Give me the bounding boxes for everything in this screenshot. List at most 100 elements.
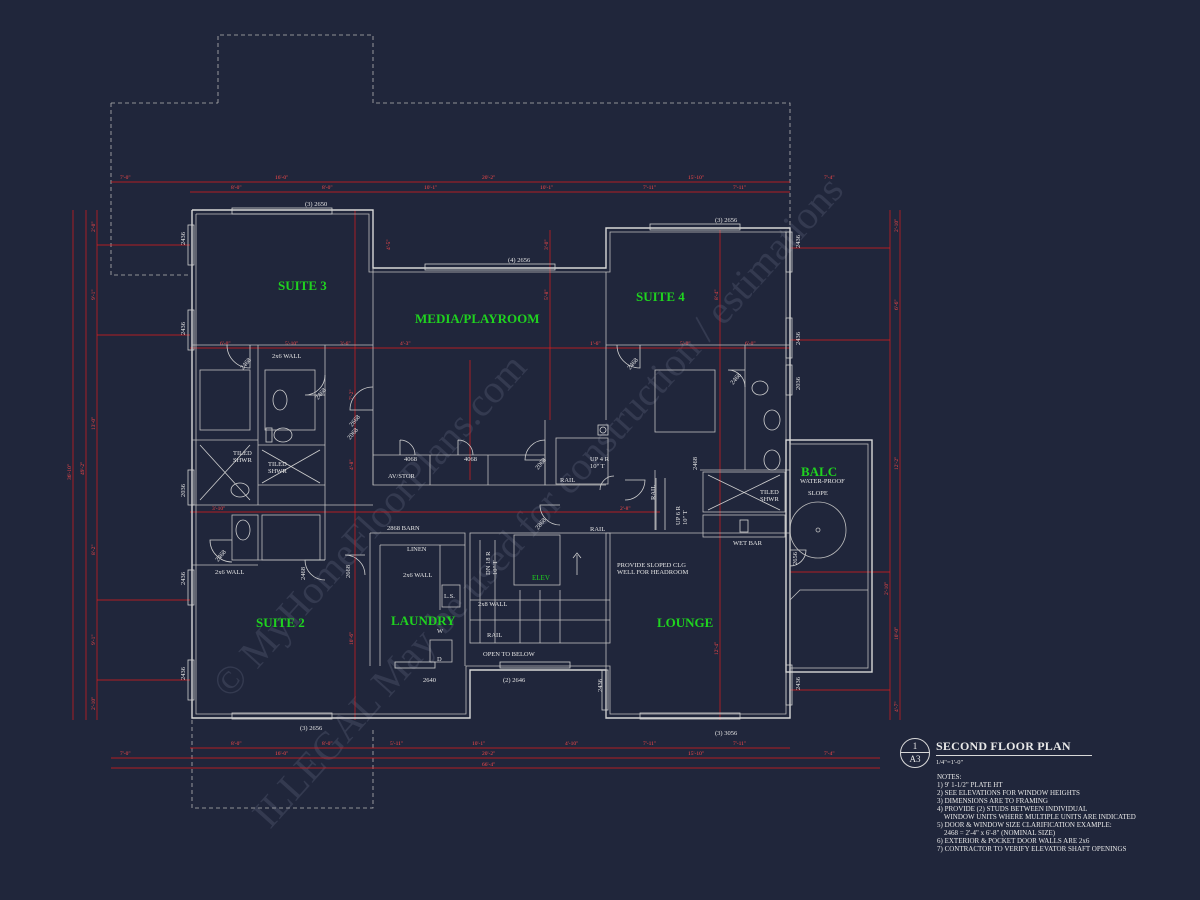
room-labels: SUITE 3 MEDIA/PLAYROOM SUITE 4 BALC SUIT… xyxy=(256,278,837,630)
label-open-to-below: OPEN TO BELOW xyxy=(483,651,536,658)
dim-left-2: 9'-1" xyxy=(91,289,97,300)
dim-right-5: 4'-7" xyxy=(894,701,900,712)
dim-inner-4: 1'-6" xyxy=(590,341,601,347)
door-tags: 2436 2436 2436 2436 2036 2468 2468 2468 … xyxy=(180,231,802,692)
dim-bot2-3: 20'-2" xyxy=(482,751,495,757)
dim-top-2: 16'-0" xyxy=(275,175,288,181)
dim-inner-17: 4'-5" xyxy=(386,239,392,250)
room-suite-2: SUITE 2 xyxy=(256,615,305,630)
dim-left-1: 2'-0" xyxy=(91,221,97,232)
label-2x6-wall-top: 2x6 WALL xyxy=(272,353,301,360)
label-stair-down-18r: DN 18 R10" T xyxy=(485,551,499,575)
door-tag: 2436 xyxy=(180,321,187,335)
drawing-number-bubble: 1 A3 xyxy=(900,738,930,768)
label-window-laundry: 2640 xyxy=(423,677,436,684)
dim-bot-7: 7'-11" xyxy=(733,741,746,747)
label-stair-up-6r: UP 6 R10" T xyxy=(675,505,689,525)
dim-right-3: 12'-2" xyxy=(894,457,900,470)
dim-inner-10: 7'-2" xyxy=(349,389,355,400)
note-item: 5) DOOR & WINDOW SIZE CLARIFICATION EXAM… xyxy=(937,821,1112,829)
note-item: 7) CONTRACTOR TO VERIFY ELEVATOR SHAFT O… xyxy=(937,845,1127,853)
dim-top2-3: 10'-1" xyxy=(424,185,437,191)
dim-bottom-total: 66'-4" xyxy=(482,762,495,768)
note-item: 2) SEE ELEVATIONS FOR WINDOW HEIGHTS xyxy=(937,789,1080,797)
label-2x8-wall: 2x8 WALL xyxy=(478,601,507,608)
dimension-lines xyxy=(72,181,901,769)
label-window-stair: (2) 2646 xyxy=(503,677,526,684)
dim-left-4: 8'-2" xyxy=(91,544,97,555)
door-tag: 2468 xyxy=(239,357,253,371)
door-tag: 2436 xyxy=(180,666,187,680)
door-tag: 2468 xyxy=(314,387,328,401)
dim-bot-5: 4'-10" xyxy=(565,741,578,747)
dim-top-4: 15'-10" xyxy=(688,175,704,181)
note-item: 6) EXTERIOR & POCKET DOOR WALLS ARE 2x6 xyxy=(937,837,1090,845)
label-rail-4: RAIL xyxy=(650,485,657,500)
dim-left-total-2: 49'-2" xyxy=(80,462,86,475)
room-lounge: LOUNGE xyxy=(657,615,713,630)
dim-left-3: 13'-0" xyxy=(91,417,97,430)
door-tag: 2036 xyxy=(795,376,802,390)
label-linen: LINEN xyxy=(407,546,427,553)
dim-left-5: 9'-1" xyxy=(91,634,97,645)
label-2x6-wall-left: 2x6 WALL xyxy=(215,569,244,576)
door-tag: 2468 xyxy=(729,372,743,386)
note-item: 4) PROVIDE (2) STUDS BETWEEN INDIVIDUAL xyxy=(937,805,1088,813)
dim-inner-2: 5'-10" xyxy=(285,341,298,347)
label-waterproof: WATER-PROOF xyxy=(800,478,845,485)
label-wet-bar: WET BAR xyxy=(733,540,763,547)
dim-inner-7: 6'-0" xyxy=(745,341,756,347)
dim-inner-1: 6'-0" xyxy=(220,341,231,347)
doors xyxy=(209,344,807,581)
label-rail-1: RAIL xyxy=(560,477,575,484)
dashed-outline xyxy=(110,34,791,809)
label-2x6-wall-laundry: 2x6 WALL xyxy=(403,572,432,579)
door-tag: 2468 xyxy=(300,567,307,580)
dim-inner-14: 8'-4" xyxy=(714,289,720,300)
label-laundry-sink: L.S. xyxy=(444,593,455,600)
door-tag: 2436 xyxy=(795,234,802,248)
dim-inner-15: 5'-8" xyxy=(544,289,550,300)
drawing-number: 1 xyxy=(912,741,918,751)
title-underline xyxy=(936,755,1092,756)
dim-inner-12: 10'-6" xyxy=(349,632,355,645)
dim-inner-18: 2'-10" xyxy=(884,582,890,595)
door-tag: 2436 xyxy=(795,331,802,345)
door-tag: 2036 xyxy=(180,483,187,497)
label-window-suite3: (3) 2650 xyxy=(305,201,327,208)
note-item: 2468 = 2'-4" x 6'-8" (NOMINAL SIZE) xyxy=(937,829,1056,837)
dim-inner-6: 5'-0" xyxy=(680,341,691,347)
dim-inner-13: 12'-4" xyxy=(714,642,720,655)
walls xyxy=(191,209,873,719)
label-window-suite2: (3) 2656 xyxy=(300,725,323,732)
dim-top2-6: 7'-11" xyxy=(733,185,746,191)
room-balcony: BALC xyxy=(801,464,837,479)
label-window-suite4: (3) 2656 xyxy=(715,217,738,224)
label-barn-door: 2868 BARN xyxy=(387,525,420,532)
windows xyxy=(187,207,793,720)
dim-left-6: 2'-10" xyxy=(91,697,97,710)
notes-header: NOTES: xyxy=(937,773,962,781)
dim-top2-5: 7'-11" xyxy=(643,185,656,191)
dim-bot2-2: 16'-0" xyxy=(275,751,288,757)
dim-inner-5: 4'-3" xyxy=(400,341,411,347)
dim-top-5: 7'-4" xyxy=(824,175,835,181)
door-tag: 2436 xyxy=(180,571,187,585)
label-rail-3: RAIL xyxy=(487,632,502,639)
dim-bot-1: 8'-0" xyxy=(231,741,242,747)
label-door-4068-a: 4068 xyxy=(404,456,417,463)
dim-inner-8: 3'-10" xyxy=(212,506,225,512)
label-rail-2: RAIL xyxy=(590,526,605,533)
dim-bot2-5: 7'-4" xyxy=(824,751,835,757)
door-tag: 2656 xyxy=(792,551,799,565)
dim-inner-16: 3'-0" xyxy=(544,239,550,250)
note-item: 3) DIMENSIONS ARE TO FRAMING xyxy=(937,797,1048,805)
dim-top2-1: 8'-0" xyxy=(231,185,242,191)
room-suite-4: SUITE 4 xyxy=(636,289,685,304)
